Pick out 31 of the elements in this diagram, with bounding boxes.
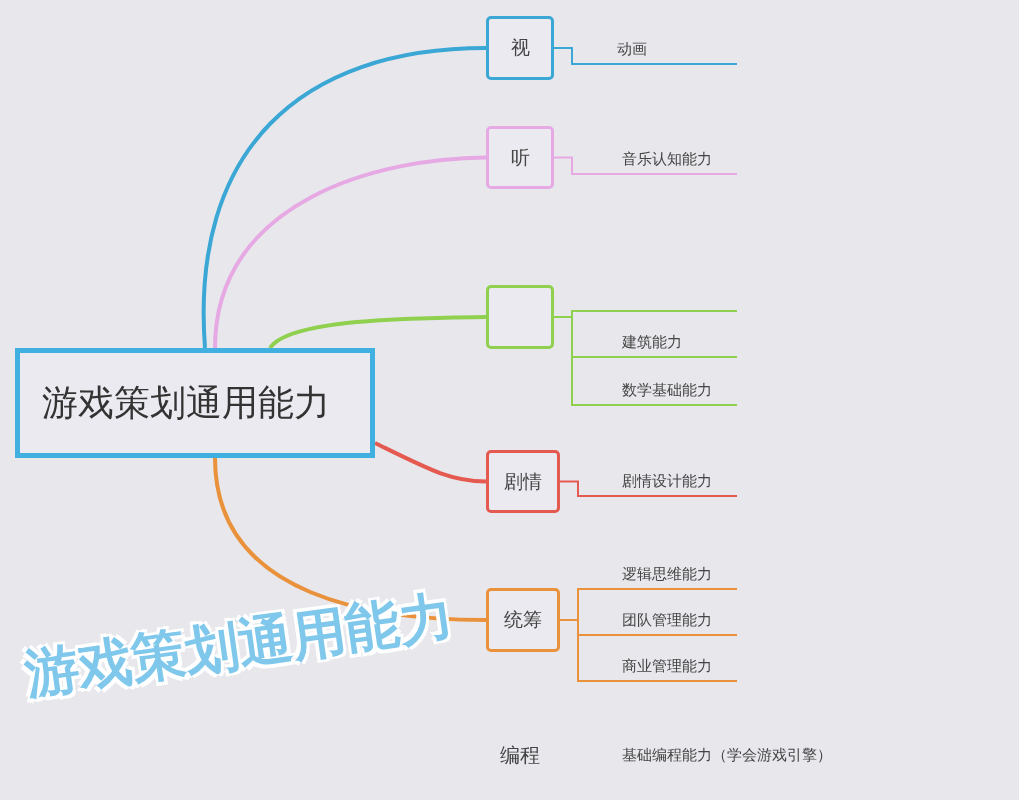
connector-line: [268, 315, 487, 350]
branch-box: [486, 126, 554, 189]
connector-line: [553, 316, 591, 406]
node-text: 游戏策划通用能力: [42, 380, 330, 425]
branch-box: [486, 450, 560, 513]
root-box: [15, 348, 375, 458]
connector-line: [213, 155, 487, 349]
branch-box: [486, 16, 554, 80]
connector-line: [553, 156, 591, 175]
connector-line: [201, 46, 487, 349]
node-text: 逻辑思维能力: [622, 565, 712, 584]
branch-box: [486, 588, 560, 652]
node-text: 团队管理能力: [622, 611, 712, 630]
plain-text: 基础编程能力（学会游戏引擎）: [622, 746, 832, 765]
node-text: 音乐认知能力: [622, 150, 712, 169]
node-text: 商业管理能力: [622, 657, 712, 676]
connector-line: [559, 619, 591, 682]
connector-line: [559, 480, 591, 497]
node-text: 听: [510, 144, 530, 170]
node-text: 剧情: [504, 468, 542, 494]
node-text: 统筹: [504, 607, 542, 632]
node-text: 数学基础能力: [622, 381, 712, 400]
node-text: 建筑能力: [622, 333, 682, 352]
node-text: 剧情设计能力: [622, 472, 712, 491]
node-text: 视: [510, 35, 530, 60]
connector-line: [374, 441, 487, 484]
branch-box: [486, 285, 554, 349]
plain-text: 编程: [500, 742, 540, 769]
connector-line: [553, 47, 586, 65]
node-text: 动画: [617, 40, 647, 59]
title-overlay: 游戏策划通用能力: [20, 582, 458, 709]
